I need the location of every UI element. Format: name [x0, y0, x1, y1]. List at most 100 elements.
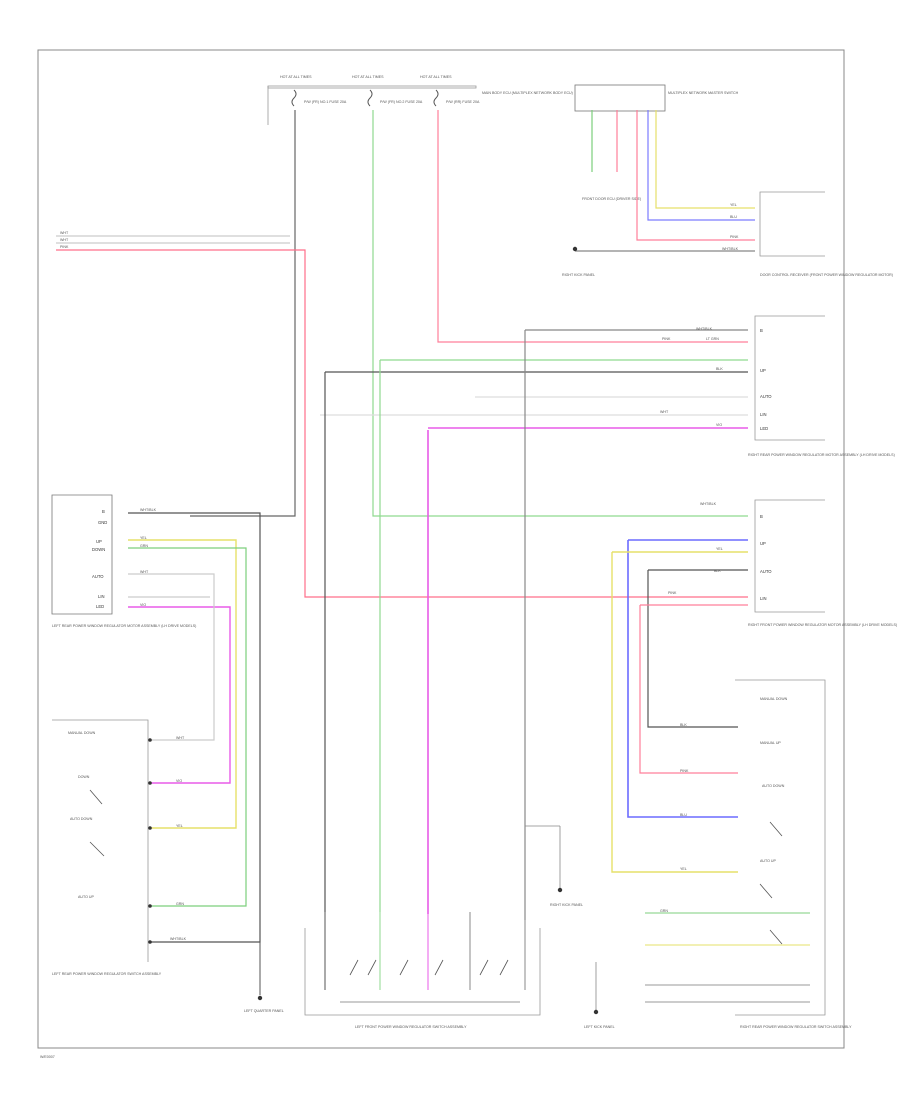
wire-lr-violet [128, 606, 231, 784]
lr-switch-contact-5 [148, 940, 152, 944]
tag-wht-2: WHT [140, 570, 149, 574]
fuse-2-name: P/W (FR) NO.2 FUSE 20A [380, 100, 423, 104]
ground-rr-label: LEFT KICK PANEL [584, 1025, 615, 1029]
tag-blk-3: BLK [680, 723, 687, 727]
tag-blk-1: BLK [716, 367, 723, 371]
rr-switch-box: RIGHT REAR POWER WINDOW REGULATOR SWITCH… [645, 679, 852, 1029]
lr-pin-up: UP [96, 539, 102, 544]
master-switch-box [574, 84, 666, 112]
rr-lower-pin-up: UP [760, 541, 766, 546]
rr-upper-ecu: RIGHT REAR POWER WINDOW REGULATOR MOTOR … [748, 315, 895, 457]
tag-blu-1: BLU [680, 813, 687, 817]
lr-pin-lin: LIN [98, 594, 105, 599]
rr-upper-pin-lin: LIN [760, 412, 767, 417]
lr-switch-contact-1 [148, 738, 152, 742]
wire-master-blue [647, 110, 755, 221]
upper-left-wire-labels: WHT WHT PINK [60, 231, 69, 249]
center-switch-box: LEFT FRONT POWER WINDOW REGULATOR SWITCH… [304, 912, 541, 1029]
lr-sw-auto-up: AUTO UP [78, 895, 95, 899]
lr-pin-gnd: GND [98, 520, 107, 525]
wire-fuse1-gray [190, 110, 296, 517]
wire-lr-yellow [128, 539, 237, 829]
wire-fuse3-pink [437, 110, 748, 343]
lr-pin-led: LED [96, 604, 104, 609]
fuse-1-tag: HOT AT ALL TIMES [280, 75, 312, 79]
lr-pin-down: DOWN [92, 547, 105, 552]
fuse-2-tag: HOT AT ALL TIMES [352, 75, 384, 79]
rr-sw-manual-down: MANUAL DOWN [760, 697, 788, 701]
wires [56, 110, 755, 943]
lr-sw-auto-down: AUTO DOWN [70, 817, 93, 821]
rr-lower-ecu: RIGHT FRONT POWER WINDOW REGULATOR MOTOR… [748, 499, 897, 627]
upper-left-wire-3: PINK [60, 245, 69, 249]
lr-motor-box: LEFT REAR POWER WINDOW REGULATOR MOTOR A… [51, 494, 196, 628]
rr-upper-pin-up: UP [760, 368, 766, 373]
tag-grn-2: GRN [660, 909, 668, 913]
upper-left-wire-2: WHT [60, 238, 69, 242]
rr-lower-label: RIGHT FRONT POWER WINDOW REGULATOR MOTOR… [748, 623, 897, 627]
tag-wht-3: WHT [176, 736, 185, 740]
wire-rrl-pink [639, 604, 748, 774]
tag-yel-1: YEL [716, 547, 723, 551]
ground-rr: LEFT KICK PANEL [584, 962, 615, 1029]
tag-pink-1: PINK [662, 337, 671, 341]
rr-upper-label: RIGHT REAR POWER WINDOW REGULATOR MOTOR … [748, 453, 895, 457]
wire-lr-green [128, 547, 247, 907]
tag-yel-4: YEL [176, 824, 183, 828]
tag-wht-blk-4: WHT/BLK [170, 937, 187, 941]
master-switch-block: MULTIPLEX NETWORK MASTER SWITCH FRONT DO… [574, 84, 739, 201]
tag-wht-blk-2: WHT/BLK [700, 502, 717, 506]
tag-wht-1: WHT [660, 410, 669, 414]
front-pw-motor: DOOR CONTROL RECEIVER (FRONT POWER WINDO… [759, 191, 893, 277]
ground-upper: RIGHT KICK PANEL [562, 246, 595, 277]
fuse-3-symbol [433, 89, 439, 107]
ground-lr: LEFT QUARTER PANEL [244, 942, 284, 1013]
tag-wht-blk-1: WHT/BLK [696, 327, 713, 331]
rr-lower-pin-lin: LIN [760, 596, 767, 601]
fuse-2-symbol [367, 89, 373, 107]
page-frame [37, 49, 845, 1049]
rr-upper-pin-auto: AUTO [760, 394, 772, 399]
tag-pink-3: PINK [680, 769, 689, 773]
rr-switch-label: RIGHT REAR POWER WINDOW REGULATOR SWITCH… [740, 1025, 852, 1029]
lr-switch-label: LEFT REAR POWER WINDOW REGULATOR SWITCH … [52, 972, 162, 976]
upper-left-wire-1: WHT [60, 231, 69, 235]
ground-upper-label: RIGHT KICK PANEL [562, 273, 595, 277]
tag-yel-2: YEL [140, 536, 147, 540]
lr-switch-contact-4 [148, 904, 152, 908]
lr-motor-label: LEFT REAR POWER WINDOW REGULATOR MOTOR A… [52, 624, 196, 628]
rr-sw-manual-up: MANUAL UP [760, 741, 781, 745]
tag-yel-3: YEL [680, 867, 687, 871]
lr-switch-contact-3 [148, 826, 152, 830]
tag-ltgrn: LT GRN [706, 337, 719, 341]
wire-rrl-blue [627, 539, 748, 818]
fuse-bracket [267, 85, 477, 89]
fuse-3-tag: HOT AT ALL TIMES [420, 75, 452, 79]
wire-fuse2-green [372, 110, 748, 517]
tag-wht-blk-top: WHT/BLK [722, 247, 739, 251]
lr-sw-manual-down: MANUAL DOWN [68, 731, 96, 735]
lr-switch-blade-2 [89, 841, 105, 857]
rr-lower-pin-auto: AUTO [760, 569, 772, 574]
tag-pink-top: PINK [730, 235, 739, 239]
rr-upper-pin-b: B [760, 328, 763, 333]
wire-master-pink-2 [636, 110, 755, 241]
ground-lr-label: LEFT QUARTER PANEL [244, 1009, 284, 1013]
wire-color-tags: WHT/BLK LT GRN PINK BLK VIO WHT WHT/BLK … [140, 203, 739, 941]
wire-lr-white-2 [128, 573, 215, 741]
lr-sw-down: DOWN [78, 775, 90, 779]
fuse-block: HOT AT ALL TIMES HOT AT ALL TIMES HOT AT… [267, 75, 573, 125]
tag-vio-1: VIO [716, 423, 722, 427]
tag-pink-2: PINK [668, 591, 677, 595]
lr-switch-blade-1 [89, 789, 103, 805]
front-pw-motor-label: DOOR CONTROL RECEIVER (FRONT POWER WINDO… [760, 273, 893, 277]
lr-pin-auto: AUTO [92, 574, 104, 579]
fuse-1-name: P/W (FR) NO.1 FUSE 20A [304, 100, 347, 104]
lr-switch-box: LEFT REAR POWER WINDOW REGULATOR SWITCH … [52, 719, 162, 976]
tag-wht-blk-3: WHT/BLK [140, 508, 157, 512]
wire-rrl-yellow [611, 551, 748, 873]
tag-blk-2: BLK [714, 569, 721, 573]
tag-vio-2: VIO [140, 603, 146, 607]
tag-yel-top: YEL [730, 203, 737, 207]
